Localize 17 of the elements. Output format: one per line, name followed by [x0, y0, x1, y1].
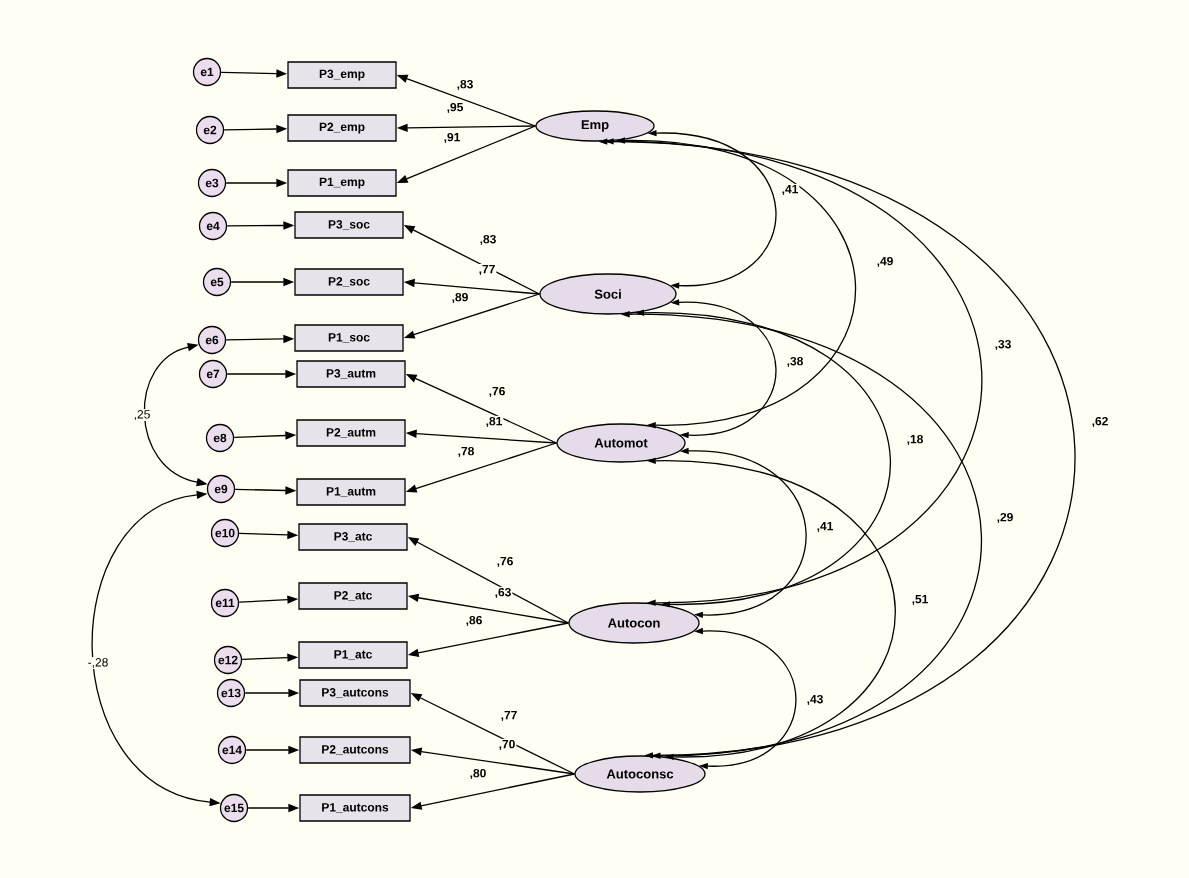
indicator-box: P2_atc — [298, 582, 408, 610]
indicator-box: P1_soc — [294, 324, 404, 352]
edge-label: ,25 — [132, 409, 152, 421]
indicator-box: P3_soc — [294, 211, 404, 239]
indicator-box: P2_soc — [294, 268, 404, 296]
indicator-box: P2_autcons — [299, 736, 411, 764]
indicator-box: P3_autm — [296, 360, 406, 388]
indicator-box: P1_atc — [298, 641, 408, 669]
indicator-box: P1_autm — [296, 478, 406, 506]
indicator-box: P2_autm — [296, 419, 406, 447]
indicator-box: P2_emp — [287, 114, 397, 142]
indicator-box: P3_emp — [287, 61, 397, 89]
indicator-box: P3_autcons — [299, 679, 411, 707]
indicator-box: P3_atc — [298, 523, 408, 551]
indicator-box: P1_autcons — [299, 794, 411, 822]
edge-label: -,28 — [86, 657, 110, 669]
indicator-box: P1_emp — [287, 169, 397, 197]
